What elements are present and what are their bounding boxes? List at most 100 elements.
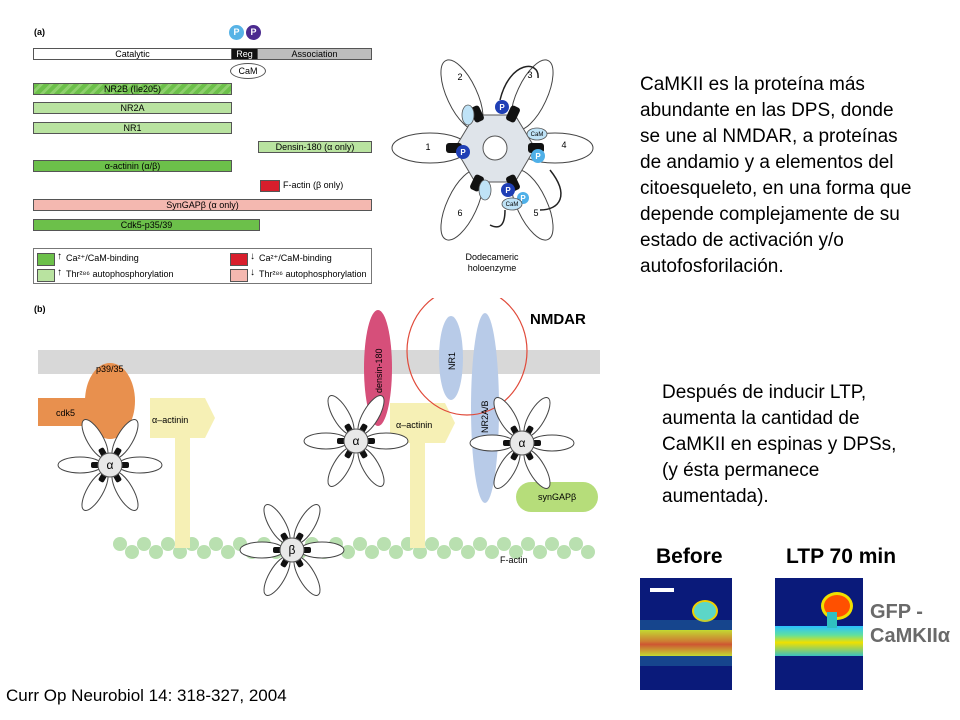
f-actin-bead bbox=[197, 545, 211, 559]
alpha-actinin-label: α–actinin bbox=[152, 415, 188, 425]
nr1-label: NR1 bbox=[447, 352, 457, 370]
holoenzyme-diagram: P P P P P CaM CaM 1 2 3 4 5 6 Dodecameri… bbox=[391, 59, 594, 273]
text-line: Después de inducir LTP, bbox=[662, 382, 867, 403]
before-label: Before bbox=[656, 545, 723, 568]
f-actin-bead bbox=[389, 545, 403, 559]
dendrite-halo bbox=[640, 620, 732, 666]
holoenzyme-hub bbox=[279, 537, 305, 563]
f-actin-bead bbox=[353, 537, 367, 551]
text-line: aumenta la cantidad de bbox=[662, 408, 860, 429]
holoenzyme-phospho-p bbox=[531, 149, 545, 163]
f-actin-bead bbox=[461, 545, 475, 559]
holoenzyme-caption-1: Dodecameric bbox=[465, 252, 519, 262]
text-line: de andamio y a elementos del bbox=[640, 152, 894, 173]
legend-swatch-pink bbox=[230, 269, 248, 282]
f-actin-bead bbox=[125, 545, 139, 559]
holoenzyme-cam bbox=[461, 104, 475, 126]
holoenzyme-cam bbox=[501, 197, 523, 211]
legend-box: ↑ Ca²⁺/CaM-binding ↑ Thr²⁸⁶ autophosphor… bbox=[33, 248, 372, 284]
legend-label-2: Thr²⁸⁶ autophosphorylation bbox=[66, 269, 174, 279]
holoenzyme-p-label: P bbox=[460, 148, 466, 157]
f-actin-bead bbox=[533, 545, 547, 559]
holoenzyme-phospho-p bbox=[495, 100, 509, 114]
holoenzyme-center bbox=[482, 135, 508, 161]
f-actin-bead bbox=[449, 537, 463, 551]
holoenzyme-num: 3 bbox=[527, 70, 532, 80]
text-line: estado de activación y/o bbox=[640, 230, 844, 251]
holoenzyme-cam-label: CaM bbox=[531, 132, 544, 138]
nmdar-label: NMDAR bbox=[530, 311, 586, 328]
bar-nr2a: NR2A bbox=[33, 102, 232, 114]
nr1 bbox=[439, 316, 463, 400]
phospho-circle-light: P bbox=[229, 25, 244, 40]
text-line: (y ésta permanece bbox=[662, 460, 820, 481]
bar-alpha-actinin: α-actinin (α/β) bbox=[33, 160, 232, 172]
bar-cdk5-p35-39: Cdk5-p35/39 bbox=[33, 219, 260, 231]
description-top: CaMKII es la proteína más abundante en l… bbox=[640, 72, 955, 280]
legend-arrow-up-icon: ↑ bbox=[57, 267, 62, 278]
legend-swatch-green bbox=[37, 253, 55, 266]
holoenzyme-num: 2 bbox=[457, 72, 462, 82]
legend-arrow-down-icon: ↓ bbox=[250, 267, 255, 278]
description-ltp: Después de inducir LTP, aumenta la canti… bbox=[662, 380, 952, 510]
text-line: se une al NMDAR, a proteínas bbox=[640, 126, 898, 147]
legend-label-4: Thr²⁸⁶ autophosphorylation bbox=[259, 269, 367, 279]
spine-neck bbox=[827, 612, 837, 628]
legend-swatch-lightgreen bbox=[37, 269, 55, 282]
micrograph-before bbox=[640, 578, 732, 690]
f-actin-bead bbox=[413, 545, 427, 559]
f-actin-bead bbox=[341, 545, 355, 559]
p39-35 bbox=[85, 363, 135, 439]
f-actin-bead bbox=[581, 545, 595, 559]
holoenzyme-cam bbox=[478, 179, 492, 201]
ltp-label: LTP 70 min bbox=[786, 545, 897, 568]
syngap-label: synGAPβ bbox=[538, 492, 576, 502]
holoenzyme-subunit-label: α bbox=[107, 458, 114, 472]
legend-swatch-red bbox=[230, 253, 248, 266]
nr2ab-label: NR2A/B bbox=[480, 400, 490, 433]
camkii-holoenzyme-icon: α bbox=[469, 397, 575, 489]
panel-a: (a) P P Catalytic Reg Association CaM NR… bbox=[0, 0, 380, 290]
holoenzyme-phospho-p bbox=[501, 183, 515, 197]
holoenzyme-cam-label: CaM bbox=[506, 202, 519, 208]
syngap bbox=[516, 482, 598, 512]
f-actin-bead bbox=[545, 537, 559, 551]
holoenzyme-subunit-label: α bbox=[353, 434, 360, 448]
membrane bbox=[38, 350, 600, 374]
densin-180 bbox=[364, 310, 392, 426]
spine-signal bbox=[821, 592, 853, 620]
holoenzyme-hub bbox=[97, 452, 123, 478]
holoenzyme-p-label: P bbox=[499, 103, 505, 112]
micrograph-after bbox=[775, 578, 863, 690]
domain-catalytic: Catalytic bbox=[33, 48, 232, 60]
f-actin-bead bbox=[521, 537, 535, 551]
text-line: aumentada). bbox=[662, 486, 769, 507]
text-line: autofosforilación. bbox=[640, 256, 784, 277]
holoenzyme-arrow bbox=[489, 209, 506, 228]
spine-signal bbox=[692, 600, 718, 622]
holoenzyme-phospho-p bbox=[456, 145, 470, 159]
holoenzyme-caption-2: holoenzyme bbox=[468, 263, 517, 273]
f-actin-bead bbox=[473, 537, 487, 551]
holoenzyme-p-label: P bbox=[505, 186, 511, 195]
holoenzyme-hub bbox=[343, 428, 369, 454]
cdk5-label: cdk5 bbox=[56, 408, 75, 418]
legend-arrow-down-icon: ↓ bbox=[250, 251, 255, 262]
domain-reg: Reg bbox=[231, 48, 258, 60]
f-actin-bead bbox=[377, 537, 391, 551]
alpha-actinin-label: α–actinin bbox=[396, 420, 432, 430]
holoenzyme-num: 6 bbox=[457, 208, 462, 218]
holoenzyme-subunit-label: α bbox=[519, 436, 526, 450]
alpha-actinin-left bbox=[150, 398, 215, 548]
f-actin-bead bbox=[425, 537, 439, 551]
f-actin-bead bbox=[137, 537, 151, 551]
holoenzyme-cam bbox=[526, 127, 548, 141]
f-actin-bead bbox=[209, 537, 223, 551]
holoenzyme-arrow bbox=[539, 169, 562, 211]
gfp-line-1: GFP - bbox=[870, 601, 923, 623]
f-actin-bead bbox=[497, 537, 511, 551]
text-line: citoesqueleto, en una forma que bbox=[640, 178, 912, 199]
p39-35-label: p39/35 bbox=[96, 364, 124, 374]
legend-arrow-up-icon: ↑ bbox=[57, 251, 62, 262]
